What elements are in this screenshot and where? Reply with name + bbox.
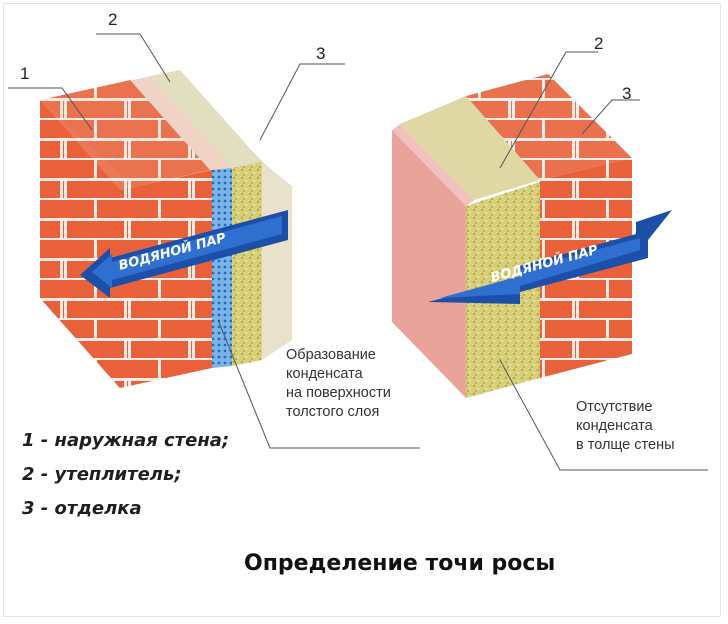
left-vapor-arrow-highlight [92, 216, 282, 288]
callout-3-right: 3 [622, 84, 632, 103]
left-leader-note [217, 319, 420, 449]
legend-item-outer-wall: 1 - наружная стена; [22, 430, 230, 451]
no-condensation-note: Отсутствие конденсата в толще стены [576, 399, 675, 453]
callout-2-right: 2 [594, 34, 604, 53]
right-vapor-arrow [428, 210, 672, 304]
right-leader-2 [499, 51, 598, 169]
legend-item-insulation: 2 - утеплитель; [22, 464, 182, 485]
right-insulation-top [400, 96, 540, 200]
callout-1-left: 1 [20, 64, 30, 83]
callout-2-left: 2 [108, 10, 118, 29]
right-leader-note [499, 359, 708, 471]
right-pink-finish [392, 130, 466, 398]
left-leader-3 [259, 63, 345, 141]
legend-item-finish: 3 - отделка [22, 498, 142, 519]
left-brick-face [40, 100, 212, 388]
left-leader-1 [8, 87, 93, 131]
right-leader-3 [581, 99, 640, 135]
left-leader-2 [96, 33, 171, 83]
right-wall-block [392, 51, 708, 471]
left-finish [262, 162, 292, 360]
left-wall-block [8, 33, 420, 449]
left-top-insulation [150, 70, 262, 168]
diagram-caption: Определение точи росы [244, 551, 556, 576]
left-insulation [232, 162, 262, 366]
right-brick-top [466, 74, 632, 180]
right-finish-top [392, 124, 474, 206]
condensation-note: Образование конденсата на поверхности то… [286, 347, 391, 420]
legend: 1 - наружная стена; 2 - утеплитель; 3 - … [22, 424, 229, 526]
callout-3-left: 3 [316, 44, 326, 63]
left-condensation-layer [212, 168, 232, 368]
left-top-bricks [40, 80, 210, 190]
right-vapor-arrow-highlight [440, 238, 640, 298]
